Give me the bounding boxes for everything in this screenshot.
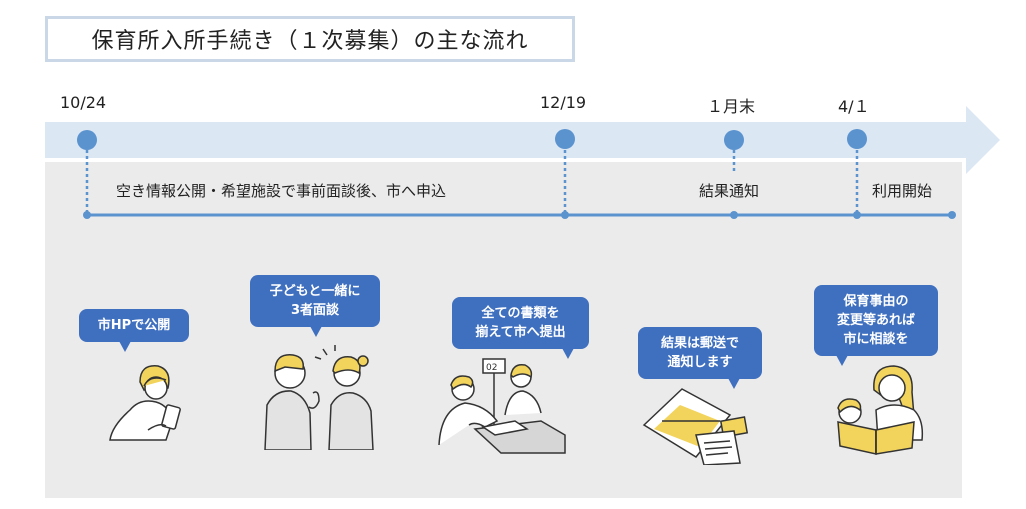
mail-envelope-icon [642,388,749,465]
step-bubble: 市HPで公開 [79,309,189,352]
bubble-text: 全ての書類を [481,306,560,321]
stage-label: 空き情報公開・希望施設で事前面談後、市へ申込 [116,182,447,200]
milestone-dot [77,130,97,150]
bubble-text: 市に相談を [843,332,909,347]
step-bubble: 子どもと一緒に 3者面談 [250,275,380,337]
interview-people-icon [264,345,374,450]
bubble-text: 通知します [667,355,733,370]
bubble-text: 子どもと一緒に [269,284,361,299]
timeline-arrow [45,106,1000,174]
timeline-node [948,211,956,219]
milestone-date: 12/19 [540,93,587,112]
bubble-text: 3者面談 [290,303,340,318]
bubble-text: 揃えて市へ提出 [475,325,566,340]
step-bubble: 全ての書類を 揃えて市へ提出 [452,297,589,359]
page-title: 保育所入所手続き（１次募集）の主な流れ [45,16,575,62]
milestone-date: １月末 [707,97,756,116]
bubble-text: 変更等あれば [836,313,915,328]
timeline [77,129,956,219]
stage-label: 利用開始 [872,182,933,200]
milestone-date: 10/24 [60,93,107,112]
bubble-text: 市HPで公開 [97,318,171,333]
milestone-dot [724,130,744,150]
step-bubble: 結果は郵送で 通知します [638,327,762,389]
stage-label: 結果通知 [699,182,760,200]
bubble-text: 結果は郵送で [660,336,739,351]
counter-number: 02 [486,363,497,373]
milestone-dot [555,129,575,149]
timeline-node [83,211,91,219]
milestone-dot [847,129,867,149]
parent-child-reading-icon [837,365,924,455]
milestone-date: 4/１ [838,97,870,116]
timeline-node [730,211,738,219]
bubble-text: 保育事由の [843,294,909,309]
timeline-node [853,211,861,219]
timeline-node [561,211,569,219]
woman-with-smartphone-icon [109,365,181,441]
step-bubble: 保育事由の 変更等あれば 市に相談を [814,285,938,366]
arrow-shape [45,106,1000,174]
counter-submission-icon: 02 [438,358,566,454]
